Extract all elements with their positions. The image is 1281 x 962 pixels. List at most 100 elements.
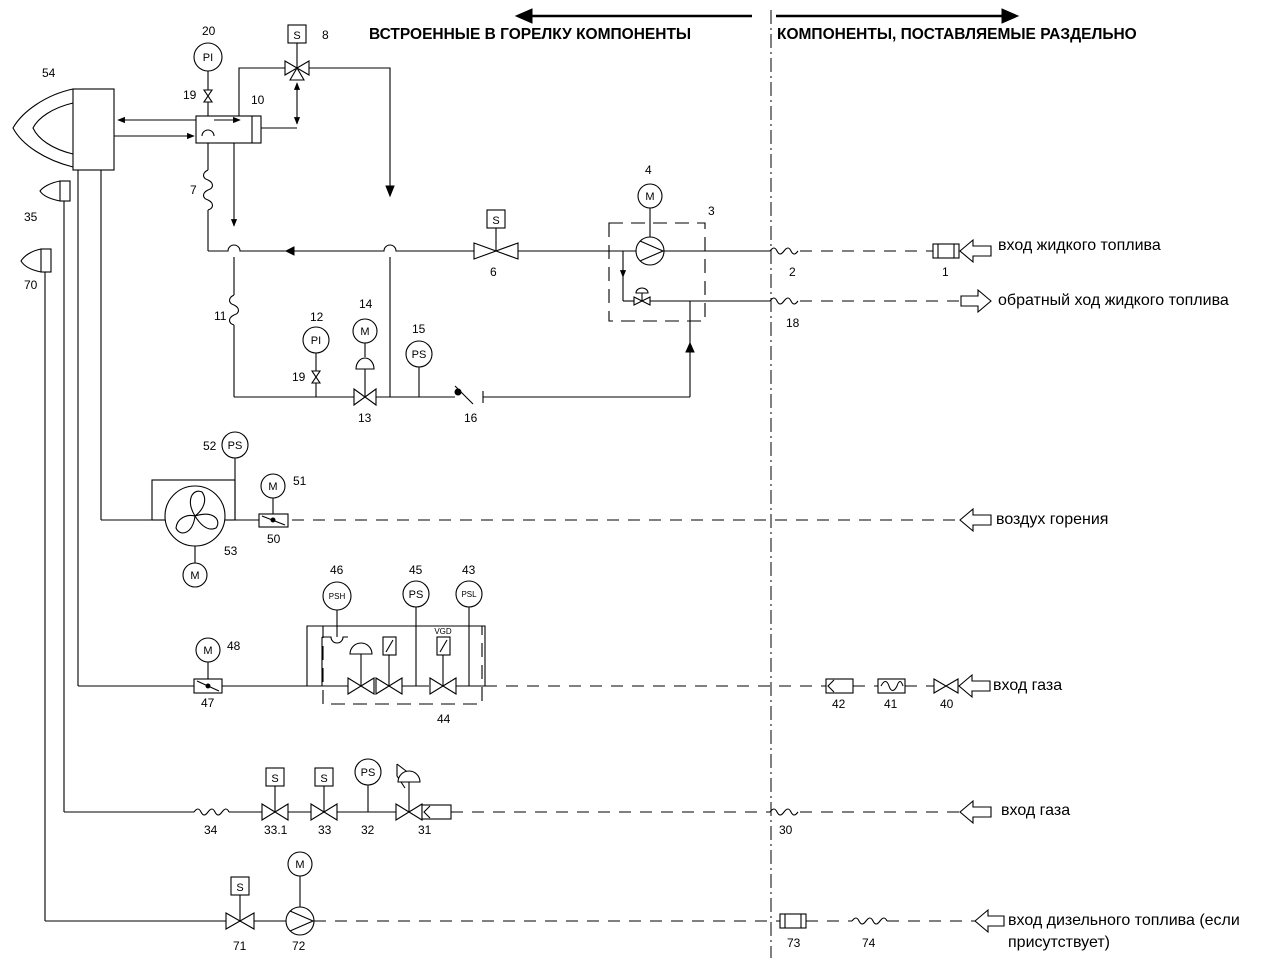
gas-valve-40-left — [933, 678, 948, 694]
liquid-fuel-return-arrow — [960, 288, 992, 314]
pilot-burner: 35 — [24, 180, 71, 224]
solenoid-valve-6: S 6 — [473, 209, 519, 279]
label-41: 41 — [884, 697, 898, 711]
label-72: 72 — [292, 939, 306, 953]
label-18: 18 — [786, 316, 800, 330]
label-33: 33 — [318, 823, 332, 837]
label-3: 3 — [708, 204, 715, 218]
diesel-pump-72-triangle — [289, 910, 315, 932]
diesel-circuit: S 71 M 72 73 74 вход дизельного топлива … — [45, 851, 1240, 953]
label-32: 32 — [361, 823, 375, 837]
label-31: 31 — [418, 823, 432, 837]
valve-33-left — [310, 803, 326, 821]
pump-3-enclosure — [608, 222, 706, 322]
check-valve-16-disc — [454, 385, 474, 405]
label-70: 70 — [24, 278, 38, 292]
gauge-20-tag: PI — [203, 52, 213, 64]
label-71: 71 — [233, 939, 247, 953]
pressure-switch-46-tap — [321, 636, 348, 686]
combustion-air-circuit: M 53 PS 52 M 51 50 воздух горения — [101, 431, 1108, 588]
gas-filter-42 — [825, 678, 854, 694]
main-gas-train: M 48 47 44 PSH 46 VGD — [78, 563, 1062, 726]
diesel-inlet-label-line2: присутствует) — [1008, 934, 1110, 951]
label-19-top: 19 — [183, 88, 197, 102]
flexible-hose-34 — [193, 808, 230, 816]
filter-1 — [932, 243, 960, 259]
label-44: 44 — [437, 712, 451, 726]
valve-8-tag: S — [293, 30, 300, 42]
pressure-switch-15-tag: PS — [412, 349, 427, 361]
label-54: 54 — [42, 66, 56, 80]
valve-33-tag: S — [320, 773, 327, 785]
flexible-hose-30 — [769, 808, 799, 816]
label-48: 48 — [227, 639, 241, 653]
gas-valve-b-left — [375, 677, 391, 695]
label-14: 14 — [359, 297, 373, 311]
relief-valve-left — [633, 296, 644, 306]
gas-valve-c-left — [429, 677, 445, 695]
diesel-inlet-arrow — [974, 908, 1005, 934]
air-inlet-arrow — [959, 507, 992, 533]
pilot-filter — [421, 804, 452, 820]
label-34: 34 — [204, 823, 218, 837]
oil-main-line-left — [208, 244, 474, 252]
gas-compensator-41 — [877, 678, 906, 694]
valve-6-left — [473, 242, 498, 260]
valve-71-tag: S — [236, 882, 243, 894]
gas-valve-a-right — [359, 677, 375, 695]
label-16: 16 — [464, 411, 478, 425]
vgd-tag: VGD — [434, 627, 452, 636]
burner-flame-inner — [32, 102, 74, 155]
three-way-valve-8: S 8 — [238, 24, 395, 198]
label-30: 30 — [779, 823, 793, 837]
flexible-hose-2 — [769, 247, 799, 255]
regulator-31-right — [407, 803, 423, 821]
label-52: 52 — [203, 439, 217, 453]
oil-circuit: 7 11 — [190, 143, 770, 397]
fan-blades-icon — [175, 490, 219, 534]
label-4: 4 — [645, 163, 652, 177]
return-up-arrow — [685, 341, 695, 353]
regulator-31-spring — [396, 764, 406, 789]
pump-3-triangle — [639, 240, 665, 262]
motor-48-tag: M — [203, 645, 212, 657]
label-42: 42 — [832, 697, 846, 711]
diesel-pilot-body — [40, 248, 52, 273]
valve-33-1-right — [273, 803, 289, 821]
label-43: 43 — [462, 563, 476, 577]
label-15: 15 — [412, 322, 426, 336]
header-separately-supplied: КОМПОНЕНТЫ, ПОСТАВЛЯЕМЫЕ РАЗДЕЛЬНО — [777, 26, 1137, 43]
gas-valve-b-solenoid-mark — [385, 639, 394, 653]
gauge-12-tag: PI — [311, 335, 321, 347]
motor-4-tag: M — [645, 191, 654, 203]
valve-33-1-tag: S — [271, 773, 278, 785]
isolating-valve-19-bottom — [310, 370, 322, 384]
gas-filter-42-mark — [827, 679, 835, 693]
label-20: 20 — [202, 24, 216, 38]
valve-8-left-line — [238, 67, 285, 116]
valve-8-right-line — [309, 67, 391, 192]
regulator-31-left — [395, 803, 411, 821]
gas-valve-c-right — [441, 677, 457, 695]
gas-regulator-actuator — [349, 642, 373, 655]
check-valve-16-pivot — [454, 388, 462, 396]
pressure-switch-32-tag: PS — [361, 767, 376, 779]
relief-valve-right — [640, 296, 651, 306]
nozzle-holder: 10 — [195, 93, 265, 144]
gas-inlet-label: вход газа — [993, 677, 1062, 694]
header: ВСТРОЕННЫЕ В ГОРЕЛКУ КОМПОНЕНТЫ КОМПОНЕН… — [369, 8, 1137, 43]
oil-regulator-circuit: PI 12 19 M 14 13 PS 15 16 — [234, 297, 690, 425]
label-51: 51 — [293, 474, 307, 488]
label-46: 46 — [330, 563, 344, 577]
flexible-hose-7 — [202, 169, 214, 211]
regulator-13-right — [364, 387, 377, 407]
valve-6-right — [494, 242, 519, 260]
regulator-31-dome — [397, 770, 421, 783]
label-74: 74 — [862, 936, 876, 950]
valve-71-left — [225, 912, 242, 930]
pressure-gauge-20: PI 20 19 — [183, 24, 223, 116]
diesel-inlet-label-line1: вход дизельного топлива (если — [1008, 912, 1240, 929]
liquid-fuel-supply: вход жидкого топлива 2 1 обратный ход жи… — [769, 237, 1229, 330]
liquid-fuel-inlet-arrow — [959, 238, 992, 264]
burner-flame-outer — [12, 88, 74, 168]
